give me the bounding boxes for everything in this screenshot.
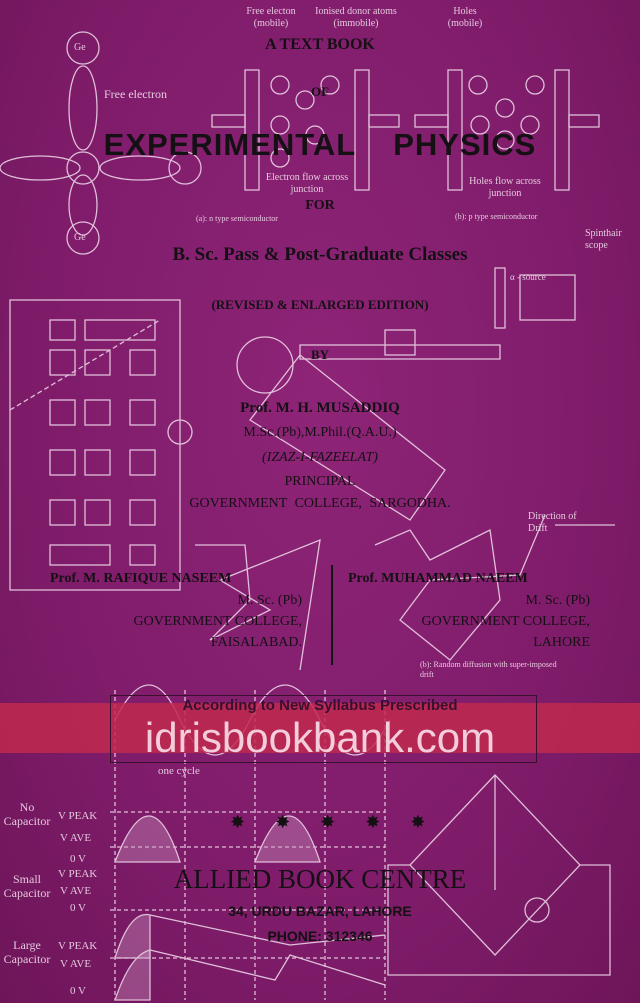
label-random-diffusion: (b): Random diffusion with super-imposed… (420, 660, 557, 679)
co-author-city: LAHORE (533, 635, 590, 650)
label-v-peak-3: V PEAK (58, 940, 98, 952)
publisher-name: ALLIED BOOK CENTRE (173, 864, 467, 894)
watermark: idrisbookbank.com (144, 714, 496, 761)
co-author-city: FAISALABAD. (210, 635, 302, 650)
co-author-name: Prof. M. RAFIQUE NASEEM (50, 571, 232, 586)
label-free-electron: Free electron (104, 87, 167, 101)
main-author-college: GOVERNMENT COLLEGE, SARGODHA. (189, 496, 451, 511)
label-v-ave-3: V AVE (60, 958, 92, 970)
label-n-type: (a): n type semiconductor (196, 214, 278, 223)
label-v-ave-1: V AVE (60, 832, 92, 844)
publisher-phone: PHONE: 312346 (267, 928, 373, 944)
co-author-college: GOVERNMENT COLLEGE, (133, 614, 302, 629)
co-author-name: Prof. MUHAMMAD NAEEM (348, 571, 528, 586)
label-v-peak-2: V PEAK (58, 868, 98, 880)
series-line: A TEXT BOOK (265, 36, 375, 53)
label-one-cycle: one cycle (158, 765, 200, 777)
label-alpha-source: α - source (510, 272, 546, 282)
co-author-degrees: M. Sc. (Pb) (237, 593, 302, 608)
syllabus-notice: According to New Syllabus Prescribed (182, 697, 458, 714)
edition: (REVISED & ENLARGED EDITION) (211, 297, 429, 312)
audience: B. Sc. Pass & Post-Graduate Classes (172, 244, 468, 265)
label-0v-2: 0 V (70, 902, 86, 914)
label-electron-flow: Electron flow across junction (265, 172, 349, 195)
co-author-right: Prof. MUHAMMAD NAEEM M. Sc. (Pb) GOVERNM… (348, 570, 590, 651)
label-0v-3: 0 V (70, 985, 86, 997)
main-author-award: (IZAZ-I-FAZEELAT) (262, 450, 378, 465)
for-text: FOR (305, 198, 335, 213)
of-text: OF (310, 84, 330, 99)
label-ge-top: Ge (74, 42, 86, 53)
book-title: EXPERIMENTAL PHYSICS (103, 127, 537, 162)
by-text: BY (310, 347, 330, 362)
label-0v-1: 0 V (70, 853, 86, 865)
label-v-peak-1: V PEAK (58, 810, 98, 822)
notice-box (110, 695, 537, 763)
label-ionised-donor: Ionised donor atoms (immobile) (315, 6, 397, 29)
main-author-name: Prof. M. H. MUSADDIQ (240, 400, 400, 416)
label-p-type: (b): p type semiconductor (455, 212, 538, 221)
main-author-role: PRINCIPAL (284, 474, 356, 489)
label-ge-bottom: Ge (74, 232, 86, 243)
main-author-degrees: M.Sc.(Pb),M.Phil.(Q.A.U.) (243, 425, 397, 440)
label-free-electron-mobile: Free electon (mobile) (246, 6, 296, 29)
co-author-college: GOVERNMENT COLLEGE, (421, 614, 590, 629)
co-author-left: Prof. M. RAFIQUE NASEEM M. Sc. (Pb) GOVE… (50, 570, 302, 651)
label-no-capacitor: No Capacitor (3, 800, 51, 828)
label-spinthariscope: Spinthair scope (585, 228, 622, 251)
star-ornaments: ✸✸✸✸✸ (230, 812, 456, 832)
author-divider (331, 565, 333, 665)
label-holes-flow: Holes flow across junction (469, 176, 541, 199)
publisher-address: 34, URDU BAZAR, LAHORE (228, 903, 412, 919)
label-small-capacitor: Small Capacitor (3, 872, 51, 900)
label-v-ave-2: V AVE (60, 885, 92, 897)
label-holes-mobile: Holes (mobile) (447, 6, 483, 29)
notice-band (0, 703, 640, 753)
co-author-degrees: M. Sc. (Pb) (525, 593, 590, 608)
label-large-capacitor: Large Capacitor (3, 938, 51, 966)
label-direction-of-drift: Direction of Drift (528, 511, 577, 534)
